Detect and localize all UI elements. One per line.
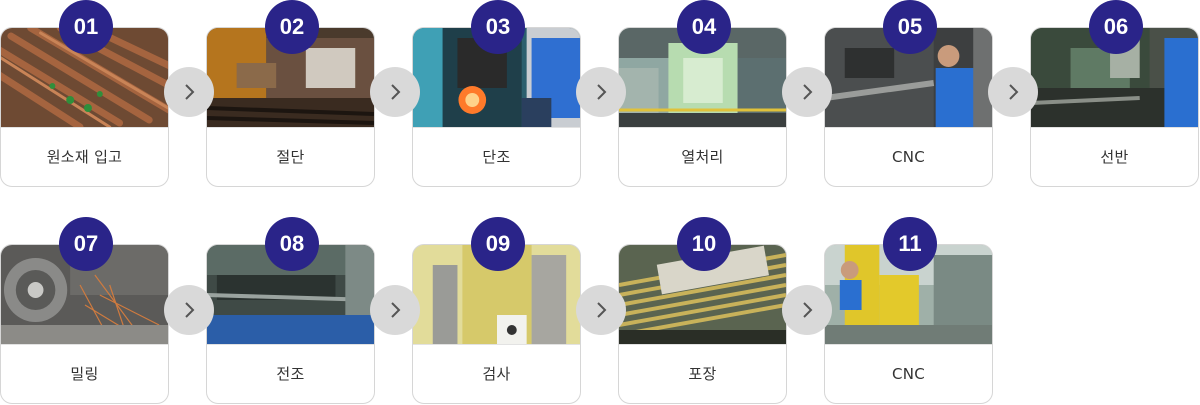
next-arrow: [370, 285, 420, 335]
next-arrow: [576, 67, 626, 117]
chevron-right-icon: [597, 302, 607, 318]
step-label: 포장: [688, 365, 717, 383]
step-number-badge: 03: [471, 0, 525, 54]
step-number-badge: 06: [1089, 0, 1143, 54]
process-step-09: 검사: [412, 244, 581, 404]
step-number-badge: 10: [677, 217, 731, 271]
cnc-photo: [825, 28, 992, 128]
process-step-06: 선반: [1030, 27, 1199, 187]
next-arrow: [576, 285, 626, 335]
chevron-right-icon: [185, 302, 195, 318]
next-arrow: [782, 285, 832, 335]
process-step-02: 절단: [206, 27, 375, 187]
process-step-04: 열처리: [618, 27, 787, 187]
next-arrow: [782, 67, 832, 117]
step-label: CNC: [891, 364, 926, 383]
chevron-right-icon: [597, 84, 607, 100]
heat-treatment-photo: [619, 28, 786, 128]
step-label: 열처리: [681, 148, 724, 166]
chevron-right-icon: [391, 84, 401, 100]
chevron-right-icon: [803, 84, 813, 100]
step-number-badge: 05: [883, 0, 937, 54]
chevron-right-icon: [185, 84, 195, 100]
chevron-right-icon: [803, 302, 813, 318]
chevron-right-icon: [1009, 84, 1019, 100]
step-number-badge: 04: [677, 0, 731, 54]
next-arrow: [370, 67, 420, 117]
step-number-badge: 01: [59, 0, 113, 54]
step-number-badge: 08: [265, 217, 319, 271]
step-number-badge: 07: [59, 217, 113, 271]
step-number-badge: 02: [265, 0, 319, 54]
step-label: 단조: [482, 148, 511, 166]
step-label: 밀링: [70, 365, 99, 383]
cutting-photo: [207, 28, 374, 128]
step-label: 선반: [1100, 148, 1129, 166]
step-label: 검사: [482, 365, 511, 383]
step-label: CNC: [891, 147, 926, 166]
next-arrow: [164, 67, 214, 117]
process-step-05: CNC: [824, 27, 993, 187]
raw-material-photo: [1, 28, 168, 128]
next-arrow: [164, 285, 214, 335]
step-label: 절단: [276, 148, 305, 166]
step-label: 전조: [276, 365, 305, 383]
step-number-badge: 11: [883, 217, 937, 271]
step-number-badge: 09: [471, 217, 525, 271]
step-label: 원소재 입고: [46, 148, 123, 166]
chevron-right-icon: [391, 302, 401, 318]
next-arrow: [988, 67, 1038, 117]
